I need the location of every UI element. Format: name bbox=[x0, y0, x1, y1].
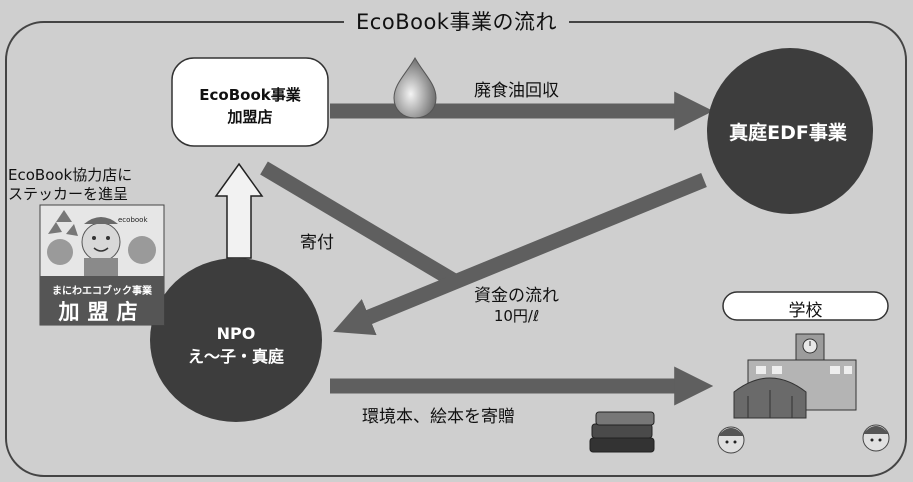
fund-flow-label: 資金の流れ 10円/ℓ bbox=[474, 286, 559, 326]
oil-collection-label: 廃食油回収 bbox=[474, 81, 559, 101]
child-face-icon-2 bbox=[862, 424, 890, 452]
sticker-caption: EcoBook協力店に ステッカーを進呈 bbox=[8, 166, 133, 203]
child-face-icon bbox=[717, 426, 745, 454]
book-donation-label: 環境本、絵本を寄贈 bbox=[362, 407, 515, 427]
oil-drop-icon bbox=[393, 56, 437, 119]
books-icon bbox=[589, 411, 655, 453]
member-store-node bbox=[171, 57, 329, 147]
sticker-brand: ecobook bbox=[118, 216, 148, 224]
fund-rate: 10円/ℓ bbox=[493, 307, 540, 325]
sticker-sub-text: まにわエコブック事業 bbox=[52, 286, 152, 297]
school-label: 学校 bbox=[788, 301, 823, 321]
edf-node bbox=[707, 48, 873, 214]
school-building-icon bbox=[733, 333, 857, 419]
npo-node bbox=[150, 258, 322, 422]
arrow-fund bbox=[333, 173, 707, 336]
member-store-label: EcoBook事業 加盟店 bbox=[199, 86, 301, 126]
sticker-main-text: 加盟店 bbox=[58, 300, 146, 324]
arrow-donation bbox=[260, 161, 460, 289]
fund-flow-text: 資金の流れ bbox=[474, 286, 559, 306]
donation-label: 寄付 bbox=[300, 233, 334, 253]
sticker-illustration bbox=[39, 204, 165, 326]
recycle-icon bbox=[48, 210, 78, 236]
npo-label: NPO え～子・真庭 bbox=[187, 324, 284, 366]
arrow-sticker-up bbox=[214, 162, 264, 259]
character-illustration bbox=[47, 217, 156, 276]
edf-label: 真庭EDF事業 bbox=[729, 122, 847, 144]
diagram-title: EcoBook事業の流れ bbox=[0, 6, 913, 36]
school-label-box bbox=[722, 291, 889, 321]
